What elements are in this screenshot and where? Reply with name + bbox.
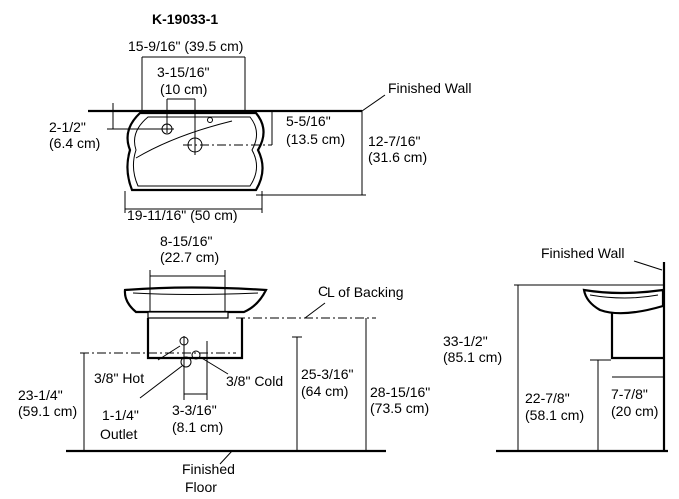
outlet-size: 1-1/4" [102,407,139,423]
projection-dim-in: 7-7/8" [611,386,648,402]
side-finished-wall-label: Finished Wall [541,245,625,261]
faucet-spacing-dim-in: 3-15/16" [157,64,209,80]
backing-label: L of Backing [327,284,404,300]
top-bowl-slope [135,120,233,159]
backing-height-dim-in: 25-3/16" [301,366,353,382]
outlet-height-dim-cm: (58.1 cm) [525,407,584,423]
front-basin-rim [132,292,259,295]
supply-spacing-dim-cm: (8.1 cm) [172,419,223,435]
outlet-leader [139,365,183,399]
cold-supply [191,350,201,360]
hot-label: 3/8" Hot [94,370,144,386]
side-offset-dim-in: 2-1/2" [49,119,86,135]
model-number: K-19033-1 [152,11,218,27]
top-view: Finished Wall 15-9/16" (39.5 cm) 3-15/16… [49,38,472,223]
cold-leader [199,356,229,375]
side-basin-rim [589,294,659,299]
drain-depth-dim-cm: (13.5 cm) [286,131,345,147]
overall-depth-dim-cm: (31.6 cm) [368,149,427,165]
top-sink-outline [126,111,265,192]
front-pedestal [146,318,244,360]
front-mount-bar [147,311,229,319]
side-wall-leader [633,260,663,271]
outlet [180,356,192,368]
front-basin [123,286,268,314]
side-basin [582,288,665,315]
side-pedestal [610,312,663,360]
top-bowl-inner [132,116,257,187]
center-width-dim-in: 8-15/16" [160,233,212,249]
backing-symbol: C [318,283,328,299]
bowl-width-dim: 19-11/16" (50 cm) [127,207,238,223]
front-view: 8-15/16" (22.7 cm) C L of Backing 3/8" H… [18,233,430,495]
supply-height-dim-cm: (59.1 cm) [18,403,77,419]
projection-dim-cm: (20 cm) [611,403,658,419]
floor-leader [219,450,233,465]
side-view: Finished Wall 33-1/2" (85.1 cm) 22-7/8" … [443,245,668,453]
backing-height-dim-cm: (64 cm) [301,383,348,399]
total-height-dim-cm: (85.1 cm) [443,349,502,365]
backing-leader [304,302,326,319]
finished-wall-leader [361,94,386,112]
top-finished-wall-label: Finished Wall [388,80,472,96]
overflow-hole [207,117,213,123]
supply-spacing-dim-in: 3-3/16" [172,402,217,418]
supply-height-dim-in: 23-1/4" [18,387,63,403]
finished-floor-line2: Floor [185,479,217,495]
outlet-height-dim-in: 22-7/8" [525,390,570,406]
overall-depth-dim-in: 12-7/16" [368,133,420,149]
side-offset-dim-cm: (6.4 cm) [49,135,100,151]
total-height-dim-in: 33-1/2" [443,333,488,349]
rim-height-dim-cm: (73.5 cm) [370,400,429,416]
cold-label: 3/8" Cold [226,373,283,389]
center-width-dim-cm: (22.7 cm) [160,249,219,265]
hot-leader [157,345,181,361]
overall-width-dim: 15-9/16" (39.5 cm) [128,38,243,54]
drain-depth-dim-in: 5-5/16" [286,113,331,129]
faucet-spacing-dim-cm: (10 cm) [160,81,207,97]
rim-height-dim-in: 28-15/16" [370,384,430,400]
outlet-label: Outlet [100,426,137,442]
finished-floor-line1: Finished [182,461,235,477]
